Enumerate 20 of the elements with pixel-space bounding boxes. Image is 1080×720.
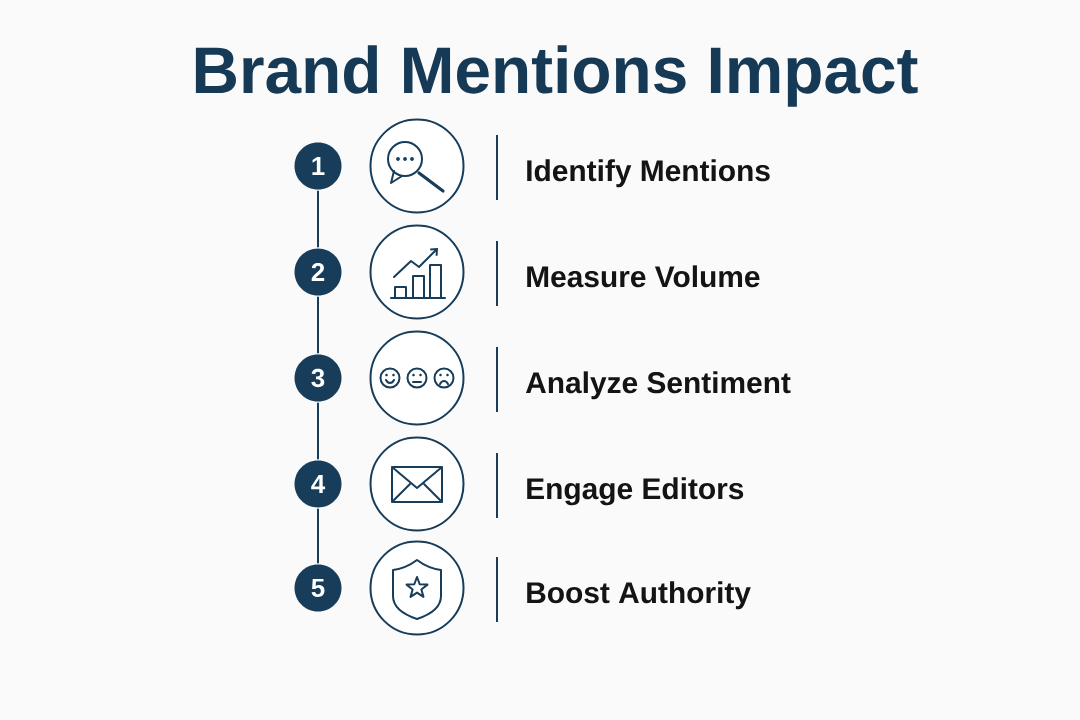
step-label: Measure Volume	[527, 265, 760, 288]
connector-line	[317, 295, 319, 355]
connector-line	[317, 507, 319, 565]
step-label: Analyze Sentiment	[525, 371, 791, 400]
step-number-badge: 5	[294, 564, 342, 612]
connector-line	[317, 189, 319, 249]
title: Brand Mentions Impact	[195, 45, 918, 107]
step-number-badge: 3	[294, 354, 342, 402]
icon-ring	[369, 118, 465, 214]
icon-ring	[369, 330, 465, 426]
step-number-badge: 1	[294, 142, 342, 190]
icon-ring	[369, 224, 465, 320]
connector-line	[317, 401, 319, 461]
icon-ring	[369, 540, 465, 636]
step-number-badge: 4	[294, 460, 342, 508]
icon-ring	[369, 436, 465, 532]
step-label: Boost Authority	[527, 581, 751, 610]
step-number-badge: 2	[294, 248, 342, 296]
step-label: Engage Editors	[527, 477, 744, 506]
step-label: Identify Mentions	[527, 159, 770, 188]
